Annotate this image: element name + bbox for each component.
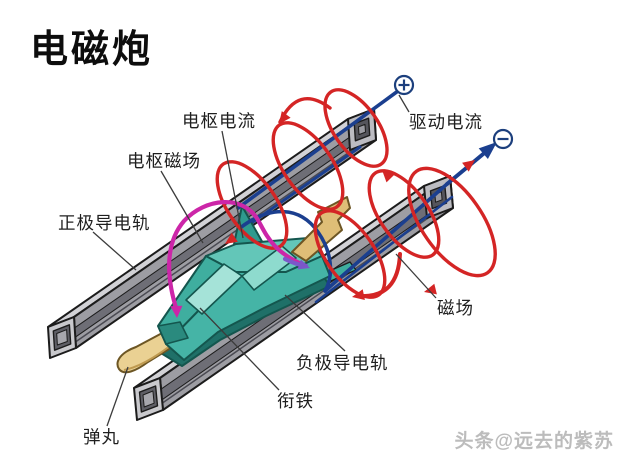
field-loop-arrowheads — [225, 111, 475, 300]
armature-nose-block — [157, 321, 189, 345]
field-arrowhead — [382, 170, 395, 183]
field-loop — [367, 169, 441, 259]
label-connectors — [92, 94, 437, 427]
field-loop — [215, 160, 289, 250]
field-arrowhead — [424, 283, 437, 295]
field-arrowhead — [225, 232, 238, 244]
connector-armature-current — [221, 130, 244, 239]
negative-rail-front-inner — [142, 390, 155, 408]
positive-rail-groove — [75, 133, 377, 343]
label-projectile: 弹丸 — [83, 427, 120, 447]
field-loop — [271, 121, 345, 211]
positive-rail — [47, 108, 377, 359]
label-magnetic-field: 磁场 — [437, 298, 474, 318]
current-exit-arrowhead — [478, 142, 497, 159]
watermark: 头条@远去的紫苏 — [454, 429, 614, 452]
magnetic-field-loops — [215, 88, 497, 299]
field-loop-arc — [358, 252, 402, 299]
field-loop — [323, 88, 389, 168]
label-negative-rail: 负极导电轨 — [296, 353, 389, 373]
label-drive-current: 驱动电流 — [409, 112, 483, 132]
armature-field-curve — [167, 200, 309, 314]
connector-magnetic-field — [395, 253, 437, 299]
negative-terminal — [492, 128, 514, 150]
current-line-positive-rail — [236, 89, 400, 210]
connector-projectile — [106, 366, 129, 427]
connector-drive-current — [398, 94, 410, 113]
field-arrowhead — [352, 289, 365, 300]
armature-field-arrowhead — [297, 259, 310, 270]
label-armature: 衔铁 — [277, 391, 314, 411]
field-arrowhead — [462, 160, 475, 172]
positive-terminal — [393, 74, 415, 96]
label-armature-current: 电枢电流 — [182, 111, 256, 131]
connector-positive-rail — [92, 231, 137, 271]
field-arrowhead — [279, 111, 291, 124]
current-wrap-armature — [238, 209, 333, 293]
armature-field-loop — [167, 200, 310, 318]
positive-rail-rear-inner — [358, 123, 366, 136]
connector-negative-rail — [284, 294, 346, 352]
armature-field-arrowhead — [170, 305, 183, 318]
connector-armature — [199, 307, 280, 391]
positive-rail-front-inner — [56, 329, 68, 346]
current-line-negative-channel — [314, 195, 454, 304]
field-loop — [407, 166, 497, 278]
connector-armature-field — [160, 170, 204, 244]
label-positive-rail: 正极导电轨 — [58, 213, 151, 233]
armature-v-plate-right — [241, 245, 297, 291]
page-title: 电磁炮 — [30, 29, 153, 71]
label-armature-field: 电枢磁场 — [127, 151, 201, 171]
